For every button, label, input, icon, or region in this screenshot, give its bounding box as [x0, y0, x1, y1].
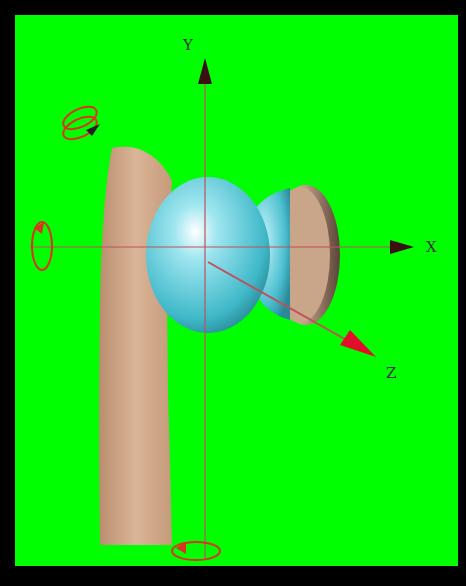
z-axis: [208, 262, 350, 342]
axis-label: Y: [183, 38, 193, 53]
humeral-head: [146, 177, 270, 333]
rotation-head: [34, 222, 44, 234]
x-arrowhead: [390, 240, 414, 254]
y-axis: [204, 60, 205, 560]
background: [15, 15, 458, 566]
z-arrowhead: [340, 330, 376, 357]
axis-label: X: [426, 240, 437, 255]
rotation-arrows: [32, 102, 220, 560]
rotation-head: [86, 124, 100, 136]
axis-label: Z: [386, 366, 396, 381]
y-arrowhead: [198, 58, 212, 84]
rotation-head: [176, 542, 186, 554]
x-axis: [30, 246, 400, 247]
